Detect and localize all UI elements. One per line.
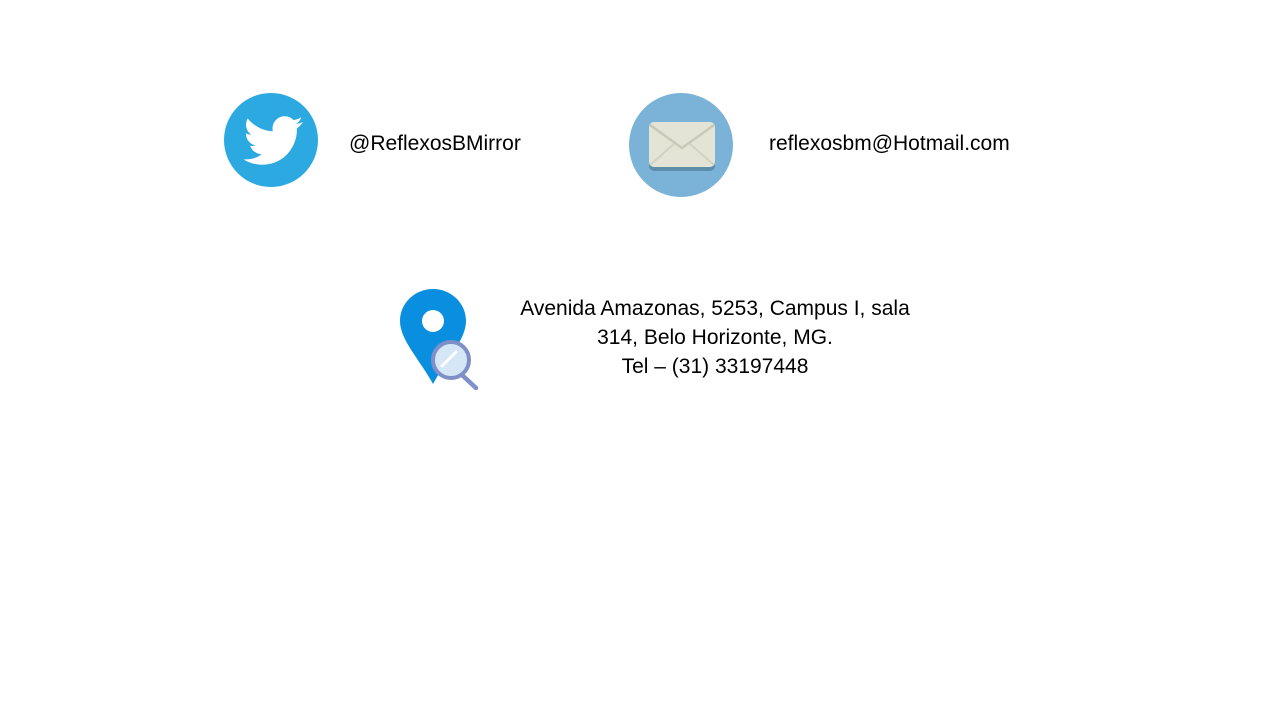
email-address: reflexosbm@Hotmail.com bbox=[769, 132, 1010, 155]
map-pin-search-icon bbox=[400, 289, 479, 390]
address-block: Avenida Amazonas, 5253, Campus I, sala 3… bbox=[500, 294, 930, 381]
envelope-icon bbox=[629, 93, 733, 197]
twitter-handle: @ReflexosBMirror bbox=[349, 132, 521, 155]
address-line-1: Avenida Amazonas, 5253, Campus I, sala bbox=[520, 297, 910, 320]
address-line-2: 314, Belo Horizonte, MG. bbox=[597, 326, 833, 349]
twitter-bird-icon bbox=[224, 93, 318, 187]
phone-line: Tel – (31) 33197448 bbox=[621, 355, 809, 378]
